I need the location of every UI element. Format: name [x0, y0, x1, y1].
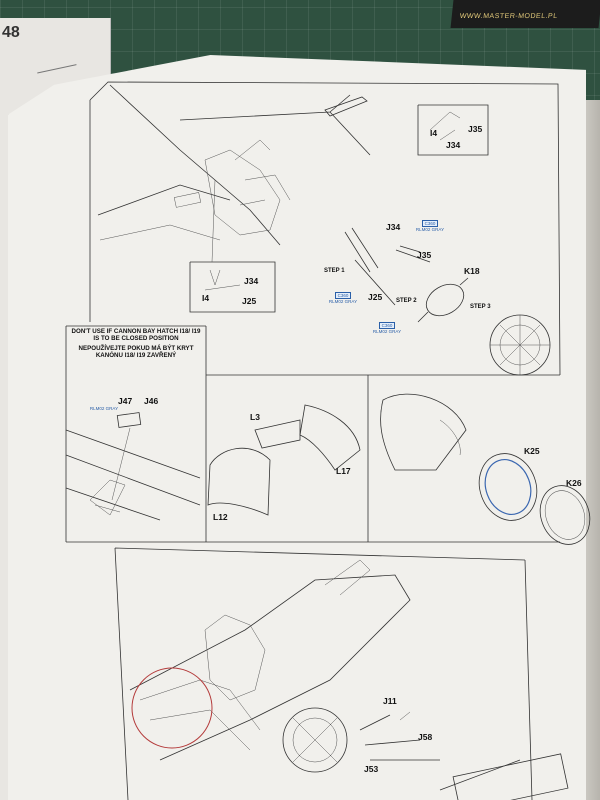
label-i4-inset: I4: [202, 293, 210, 303]
label-j34-inset: J34: [244, 276, 259, 286]
label-k25: K25: [524, 446, 540, 456]
note-czech: NEPOUŽÍVEJTE POKUD MÁ BÝT KRYT KANÓNU I1…: [78, 345, 194, 359]
wing-bottom: [129, 574, 411, 761]
paint-chip: C360: [421, 220, 439, 227]
label-j46: J46: [144, 396, 159, 406]
label-j25: J25: [368, 292, 383, 302]
paint-chip: C360: [334, 292, 352, 299]
label-l17: L17: [336, 466, 351, 476]
paint-name: RLM02 GRAY: [328, 299, 358, 304]
label-l3: L3: [250, 412, 260, 422]
label-j11: J11: [383, 696, 397, 706]
paint-name: RLM02 GRAY: [372, 329, 402, 334]
paint-callout-3: C360 RLM02 GRAY: [366, 322, 408, 334]
paint-name: RLM02 GRAY: [415, 227, 445, 232]
paint-callout-2: C360 RLM02 GRAY: [322, 292, 364, 304]
label-l12: L12: [213, 512, 228, 522]
label-i4-top: I4: [430, 128, 438, 138]
label-j34-mid: J34: [386, 222, 401, 232]
panel-L3: [254, 419, 301, 449]
detail-circle: [131, 667, 213, 749]
note-english: DON'T USE IF CANNON BAY HATCH I18/ I19 I…: [71, 328, 201, 342]
top-frame-line: [89, 81, 561, 376]
step-1-label: STEP 1: [324, 268, 345, 274]
paint-chip: C360: [378, 322, 396, 329]
paint-callout-4: RLM02 GRAY: [89, 406, 119, 411]
label-k18: K18: [464, 266, 480, 276]
fuselage-top: [97, 84, 371, 246]
instruction-page: [8, 55, 586, 800]
label-j34-top: J34: [446, 140, 461, 150]
label-j53: J53: [364, 764, 379, 774]
panel-L17: [299, 404, 361, 471]
page-number: 48: [2, 24, 20, 41]
warning-note: DON'T USE IF CANNON BAY HATCH I18/ I19 I…: [68, 328, 204, 359]
label-j58: J58: [418, 732, 433, 742]
label-j35-mid: J35: [417, 250, 432, 260]
label-k26: K26: [566, 478, 582, 488]
label-j47: J47: [118, 396, 133, 406]
step-3-label: STEP 3: [470, 304, 491, 310]
panel-L12: [207, 447, 271, 516]
paint-callout-1: C360 RLM02 GRAY: [410, 220, 450, 232]
step-2-label: STEP 2: [396, 298, 417, 304]
label-j25-inset: J25: [242, 296, 257, 306]
label-j35-top: J35: [468, 124, 483, 134]
